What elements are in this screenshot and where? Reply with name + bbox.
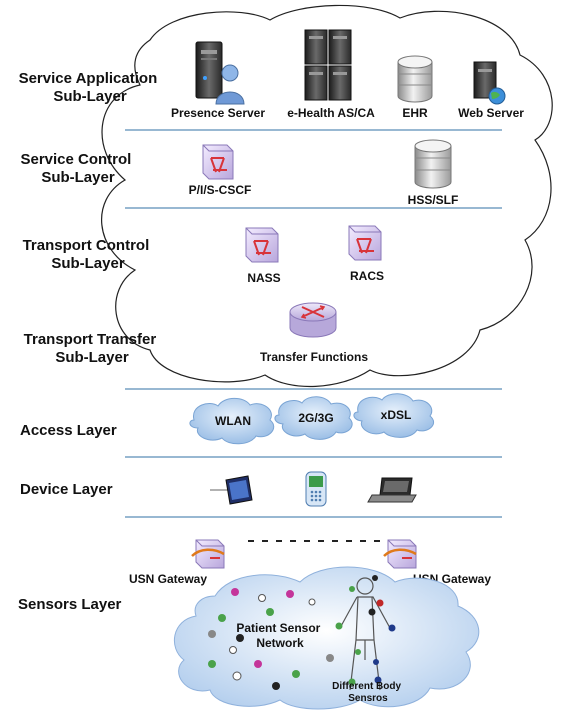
web-server-label: Web Server: [458, 106, 524, 120]
body-sensor-node: [368, 608, 376, 616]
cellular-label: 2G/3G: [298, 411, 333, 425]
nass-switch-icon: [245, 227, 279, 263]
layer-label-transport-control: Transport Control Sub-Layer: [23, 237, 154, 272]
mobile-phone-icon: [305, 471, 327, 507]
layer-label-line: Transport Control: [23, 237, 150, 254]
sensor-node: [229, 646, 237, 654]
sensor-node: [236, 634, 244, 642]
sensor-node: [308, 598, 316, 606]
sensor-node: [292, 670, 300, 678]
sensor-nodes: [208, 588, 334, 690]
cellular-cloud: 2G/3G: [274, 396, 353, 440]
human-body-outline: [339, 577, 391, 691]
layer-label-access: Access Layer: [20, 422, 117, 439]
layer-label-device: Device Layer: [20, 481, 113, 498]
hss-label: HSS/SLF: [408, 193, 459, 207]
sensor-node: [232, 671, 242, 681]
body-sensor-node: [373, 659, 379, 665]
sensor-node: [231, 588, 239, 596]
body-sensor-node: [376, 599, 384, 607]
body-sensor-node: [335, 622, 343, 630]
usn-gateway-right-icon: [383, 539, 417, 569]
sensor-node: [254, 660, 262, 668]
body-sensors-label: Different Body Sensros: [332, 681, 404, 704]
xdsl-label: xDSL: [381, 408, 412, 422]
layer-label-line: Service Control: [20, 151, 131, 168]
ehr-label: EHR: [402, 106, 428, 120]
web-server-icon: [473, 61, 506, 105]
core-network-cloud: [101, 4, 553, 388]
ehr-database-icon: [397, 55, 433, 103]
ehealth-label: e-Health AS/CA: [287, 106, 375, 120]
transfer-functions-label: Transfer Functions: [260, 350, 368, 364]
racs-switch-icon: [348, 225, 382, 261]
body-sensors: [335, 575, 396, 686]
tablet-icon: [210, 475, 253, 505]
cscf-label: P/I/S-CSCF: [189, 183, 252, 197]
sensor-node: [208, 630, 216, 638]
body-sensor-node: [355, 649, 361, 655]
usn-gateway-left-label: USN Gateway: [129, 572, 207, 586]
layer-label-transport-transfer: Transport Transfer Sub-Layer: [24, 331, 161, 366]
usn-gateway-left-icon: [191, 539, 225, 569]
layer-label-line: Service Application: [19, 70, 158, 87]
layer-label-service-application: Service Application Sub-Layer: [19, 70, 162, 105]
layer-label-service-control: Service Control Sub-Layer: [20, 151, 135, 186]
sensor-node: [208, 660, 216, 668]
wlan-label: WLAN: [215, 414, 251, 428]
sensor-node: [272, 682, 280, 690]
patient-sensor-cloud: [174, 566, 480, 710]
body-sensor-node: [348, 678, 356, 686]
body-sensors-label-line: Sensros: [348, 693, 388, 704]
body-sensor-node: [388, 624, 396, 632]
body-sensor-node: [374, 676, 382, 684]
layer-label-line: Sub-Layer: [55, 349, 129, 366]
racs-label: RACS: [350, 269, 384, 283]
layer-label-line: Sub-Layer: [51, 255, 125, 272]
body-sensor-node: [372, 575, 378, 581]
sensor-node: [286, 590, 294, 598]
ehealth-server-icon: [304, 29, 352, 101]
body-sensor-node: [349, 586, 355, 592]
layer-label-line: Sub-Layer: [41, 169, 115, 186]
sensor-node: [218, 614, 226, 622]
presence-server-icon: [195, 41, 245, 105]
sensor-node: [326, 654, 334, 662]
wlan-cloud: WLAN: [189, 397, 275, 445]
router-icon: [289, 302, 337, 338]
nass-label: NASS: [247, 271, 280, 285]
patient-network-label-line: Patient Sensor: [236, 621, 320, 635]
presence-server-label: Presence Server: [171, 106, 265, 120]
sensor-node: [258, 594, 266, 602]
cscf-switch-icon: [202, 144, 234, 180]
sensor-node: [266, 608, 274, 616]
patient-network-label-line: Network: [256, 636, 304, 650]
layer-label-sensors: Sensors Layer: [18, 596, 122, 613]
body-sensors-label-line: Different Body: [332, 681, 401, 692]
patient-network-label: Patient Sensor Network: [236, 621, 323, 650]
layer-label-line: Transport Transfer: [24, 331, 157, 348]
hss-database-icon: [414, 139, 452, 189]
layer-label-line: Sub-Layer: [53, 88, 127, 105]
xdsl-cloud: xDSL: [353, 393, 435, 438]
laptop-icon: [367, 477, 417, 503]
